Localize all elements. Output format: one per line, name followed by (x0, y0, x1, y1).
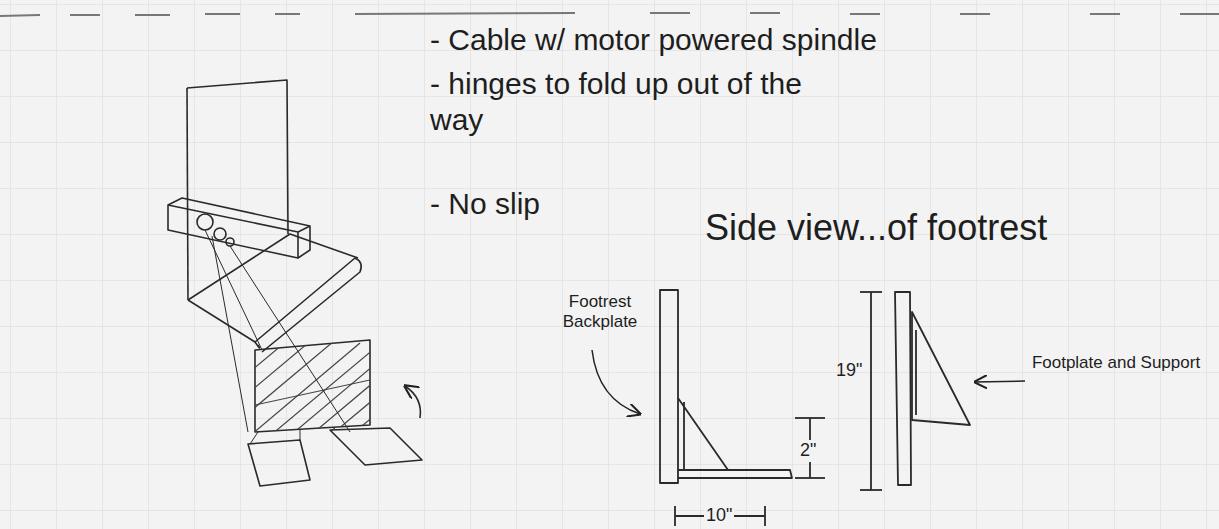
view-heading: Side view...of footrest (705, 206, 1047, 249)
dashed-top-line (0, 13, 1219, 16)
footplate-side-view (860, 292, 970, 490)
chair-sketch (168, 80, 422, 486)
part-name: Footrest Backplate (540, 292, 660, 333)
dimension: 2" (798, 440, 818, 462)
design-note: - Cable w/ motor powered spindle (430, 22, 877, 58)
footrest-side-view (660, 290, 825, 526)
part-name: Footplate and Support (1030, 353, 1202, 373)
dimension: 10" (704, 505, 734, 527)
design-note: - No slip (430, 186, 540, 222)
dimension: 19" (836, 360, 862, 382)
design-note: - hinges to fold up out of the way (430, 66, 850, 138)
leader-arrow (592, 350, 1025, 414)
